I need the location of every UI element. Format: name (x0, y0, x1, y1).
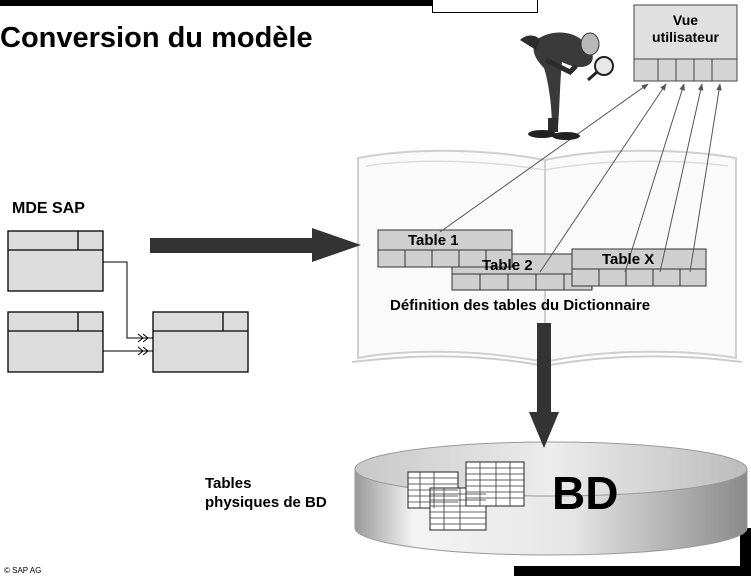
user-view-box (633, 4, 738, 82)
generation-arrow (529, 323, 559, 448)
view-mapping-arrows (439, 83, 722, 273)
inspector-figure-icon (520, 32, 614, 140)
mde-entity-1 (7, 230, 104, 292)
user-view-label-line1: Vue (672, 12, 699, 28)
mde-relationships (103, 261, 153, 356)
copyright-notice: © SAP AG (4, 566, 42, 575)
conversion-arrow (150, 228, 361, 262)
mde-entity-2 (7, 311, 104, 373)
table-x-label: Table X (602, 251, 655, 268)
physical-tables-line2: physiques de BD (205, 494, 327, 511)
data-sheets-grid (408, 462, 524, 530)
header-box (432, 0, 538, 13)
footer-bar (514, 566, 751, 576)
physical-tables-line1: Tables (205, 475, 252, 492)
physical-tables-label: Tables physiques de BD (205, 474, 327, 512)
table-x-shape (571, 248, 707, 287)
user-view-label: Vue utilisateur (634, 12, 737, 46)
user-view-label-line2: utilisateur (652, 29, 719, 45)
header-bar (0, 0, 432, 6)
dictionary-caption: Définition des tables du Dictionnaire (390, 297, 651, 314)
table-1-label: Table 1 (408, 232, 459, 249)
mde-sap-label: MDE SAP (12, 200, 85, 217)
footer-bar-right (740, 528, 751, 576)
table-2-label: Table 2 (482, 257, 533, 274)
page-title: Conversion du modèle (0, 22, 313, 54)
table-1-shape (377, 229, 513, 268)
database-name: BD (552, 467, 619, 519)
mde-entity-3 (152, 311, 249, 373)
